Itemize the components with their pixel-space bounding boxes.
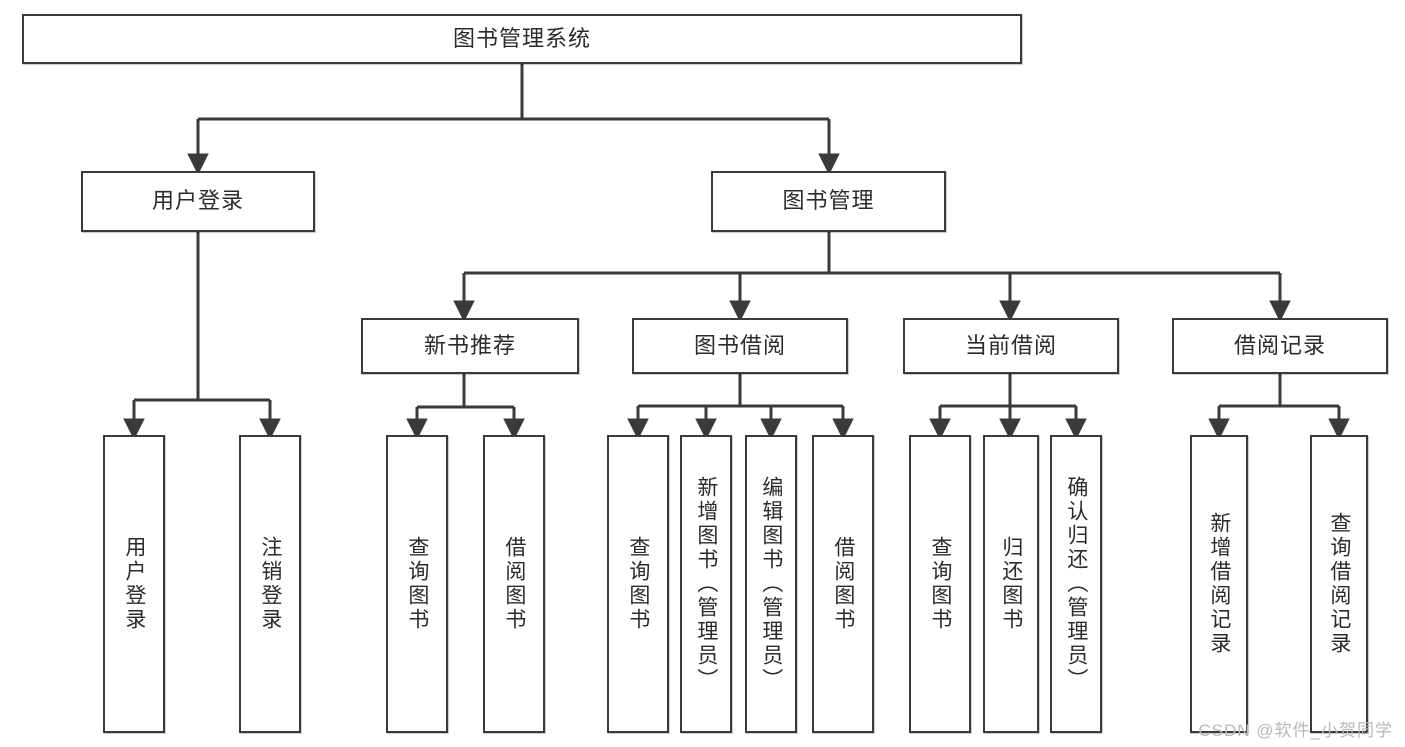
node-leaf-edit-book-admin[interactable]: 编辑图书（管理员） xyxy=(745,435,797,733)
node-label: 归还图书 xyxy=(999,536,1023,632)
root-to-level1-connectors xyxy=(187,64,840,175)
node-label: 新书推荐 xyxy=(423,332,516,358)
node-leaf-confirm-return-admin[interactable]: 确认归还（管理员） xyxy=(1050,435,1102,733)
node-label: 借阅图书 xyxy=(502,536,526,632)
node-leaf-add-borrow-record[interactable]: 新增借阅记录 xyxy=(1190,435,1248,733)
user-login-to-leaves-connectors xyxy=(123,232,281,440)
node-label: 查询图书 xyxy=(405,536,429,632)
node-label: 编辑图书（管理员） xyxy=(759,476,783,692)
node-label: 确认归还（管理员） xyxy=(1064,476,1088,692)
node-leaf-borrow-book[interactable]: 借阅图书 xyxy=(812,435,874,733)
node-leaf-add-book-admin[interactable]: 新增图书（管理员） xyxy=(680,435,732,733)
borrow-record-to-leaves-connectors xyxy=(1208,374,1350,440)
node-label: 查询借阅记录 xyxy=(1327,512,1351,656)
node-label: 新增图书（管理员） xyxy=(694,476,718,692)
node-new-book-recommend[interactable]: 新书推荐 xyxy=(361,318,579,374)
node-leaf-logout[interactable]: 注销登录 xyxy=(239,435,301,733)
node-leaf-query-book-current[interactable]: 查询图书 xyxy=(909,435,971,733)
node-root-book-management-system[interactable]: 图书管理系统 xyxy=(22,14,1022,64)
node-label: 查询图书 xyxy=(626,536,650,632)
node-label: 注销登录 xyxy=(258,536,282,632)
node-leaf-query-book-borrow[interactable]: 查询图书 xyxy=(607,435,669,733)
new-book-recommend-to-leaves-connectors xyxy=(406,374,525,440)
node-book-borrow[interactable]: 图书借阅 xyxy=(632,318,848,374)
book-borrow-to-leaves-connectors xyxy=(627,374,854,440)
csdn-watermark: CSDN @软件_小贺同学 xyxy=(1198,721,1393,740)
node-leaf-query-borrow-record[interactable]: 查询借阅记录 xyxy=(1310,435,1368,733)
node-label: 用户登录 xyxy=(151,188,244,214)
node-label: 借阅图书 xyxy=(831,536,855,632)
node-label: 图书管理 xyxy=(782,188,875,214)
node-borrow-record[interactable]: 借阅记录 xyxy=(1172,318,1388,374)
node-label: 当前借阅 xyxy=(964,332,1057,358)
current-borrow-to-leaves-connectors xyxy=(929,374,1087,440)
node-leaf-borrow-book-recommend[interactable]: 借阅图书 xyxy=(483,435,545,733)
node-user-login[interactable]: 用户登录 xyxy=(81,171,315,232)
book-management-to-level2-connectors xyxy=(453,232,1291,322)
node-label: 用户登录 xyxy=(122,536,146,632)
node-leaf-return-book[interactable]: 归还图书 xyxy=(983,435,1039,733)
node-label: 图书借阅 xyxy=(693,332,786,358)
node-label: 借阅记录 xyxy=(1233,332,1326,358)
node-leaf-query-book-recommend[interactable]: 查询图书 xyxy=(386,435,448,733)
node-leaf-user-login[interactable]: 用户登录 xyxy=(103,435,165,733)
node-current-borrow[interactable]: 当前借阅 xyxy=(903,318,1119,374)
node-label: 查询图书 xyxy=(928,536,952,632)
node-book-management[interactable]: 图书管理 xyxy=(711,171,946,232)
node-label: 图书管理系统 xyxy=(452,25,591,51)
node-label: 新增借阅记录 xyxy=(1207,512,1231,656)
